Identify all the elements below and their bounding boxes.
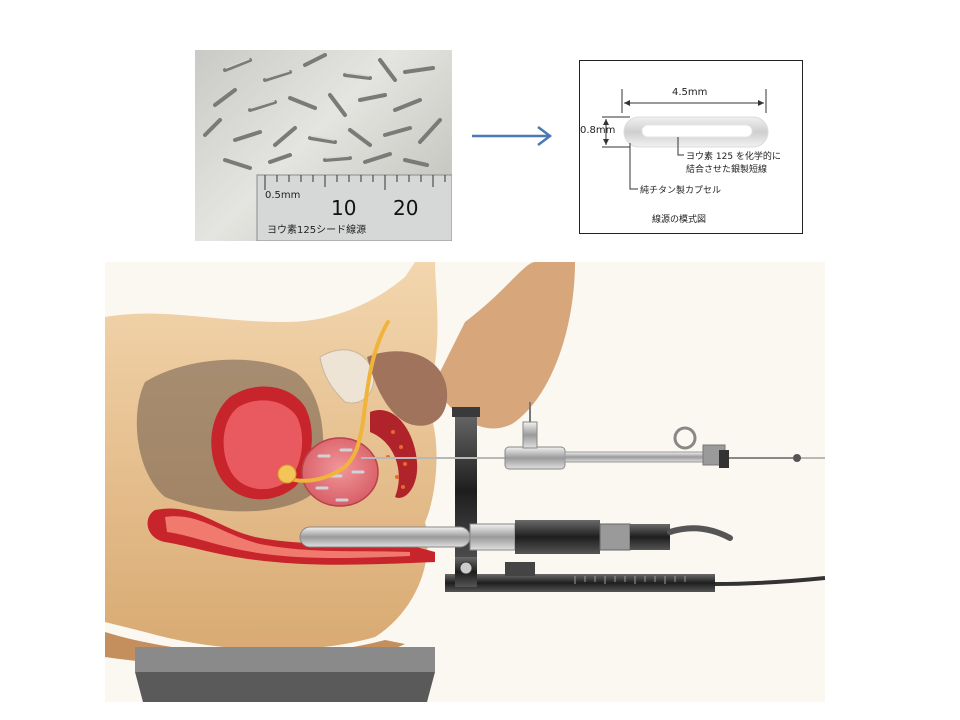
needle-shaft <box>564 451 706 463</box>
length-label: 4.5mm <box>672 87 708 98</box>
thigh <box>435 262 575 429</box>
stepper-knob <box>459 561 473 575</box>
core-label-line1: ヨウ素 125 を化学的に <box>686 152 781 162</box>
table-front <box>135 672 435 702</box>
schematic-caption: 線源の模式図 <box>652 215 707 225</box>
probe-ring <box>599 523 631 551</box>
applicator-ring <box>673 426 697 450</box>
catheter-balloon <box>277 464 297 484</box>
penile-base <box>367 351 448 426</box>
implanted-seeds <box>315 448 365 502</box>
ruler-ticks <box>264 175 446 190</box>
stepper-carriage <box>505 562 535 576</box>
ruler-scale-label: 0.5mm <box>265 190 301 201</box>
brachytherapy-illustration <box>105 262 825 702</box>
ruler-tick-10: 10 <box>331 196 357 220</box>
stepper-scale <box>574 576 686 584</box>
ultrasound-probe-tip <box>299 526 471 548</box>
seminal-vesicle <box>370 410 418 498</box>
applicator-clip <box>719 450 729 468</box>
seed-rods <box>203 53 442 170</box>
seed-schematic-drawing <box>602 89 769 190</box>
seed-schematic: 4.5mm 0.8mm ヨウ素 125 を化学的に 結合させた銀製短線 純チタン… <box>579 60 803 234</box>
ruler-caption: ヨウ素125シード線源 <box>267 225 367 236</box>
core-label-line2: 結合させた銀製短線 <box>686 165 768 175</box>
ruler <box>256 174 452 241</box>
rectum-lumen <box>165 516 410 558</box>
rectum-wall <box>147 508 435 565</box>
probe-collar <box>469 523 516 551</box>
pubic-bone <box>319 349 375 404</box>
seed-photo: 0.5mm 10 20 ヨウ素125シード線源 <box>195 50 452 241</box>
probe-cable <box>667 525 733 541</box>
capsule-label: 純チタン製カプセル <box>640 186 722 196</box>
silver-core <box>641 124 753 138</box>
template-post-cap <box>452 407 480 417</box>
probe-handle <box>515 520 600 554</box>
diameter-label: 0.8mm <box>580 125 616 136</box>
seed-highlights <box>225 58 370 159</box>
plunger-tip <box>793 454 801 462</box>
ruler-tick-20: 20 <box>393 196 419 220</box>
seed-photo-drawing <box>203 53 452 241</box>
needle-hub-riser <box>522 421 538 449</box>
right-arrow-icon <box>472 126 553 146</box>
table-top <box>135 647 435 672</box>
probe-grip <box>630 524 670 550</box>
urinary-catheter <box>278 320 390 483</box>
stepper-cable <box>714 576 825 586</box>
needle-hub <box>504 446 566 470</box>
stepper-base <box>445 574 715 592</box>
